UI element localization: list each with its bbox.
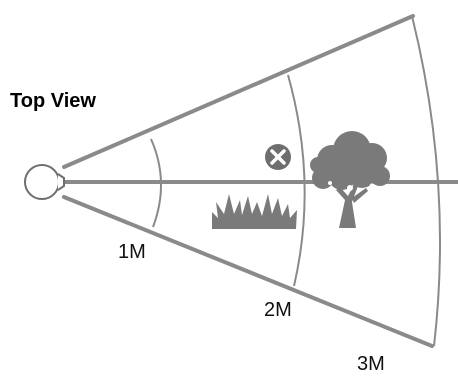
cone-lower-edge [62, 195, 434, 348]
page-title: Top View [10, 90, 96, 112]
distance-label-1m: 1M [118, 241, 146, 263]
distance-label-2m: 2M [264, 299, 292, 321]
tree-icon [310, 131, 390, 228]
cone-upper-edge [62, 14, 415, 169]
grass-icon [212, 194, 297, 229]
range-arc-3m [411, 15, 442, 347]
range-arc-1m [150, 138, 162, 228]
range-arc-2m [287, 74, 306, 287]
sensor-circle-icon [24, 164, 65, 200]
distance-label-3m: 3M [357, 353, 385, 375]
close-circle-icon [265, 144, 291, 170]
